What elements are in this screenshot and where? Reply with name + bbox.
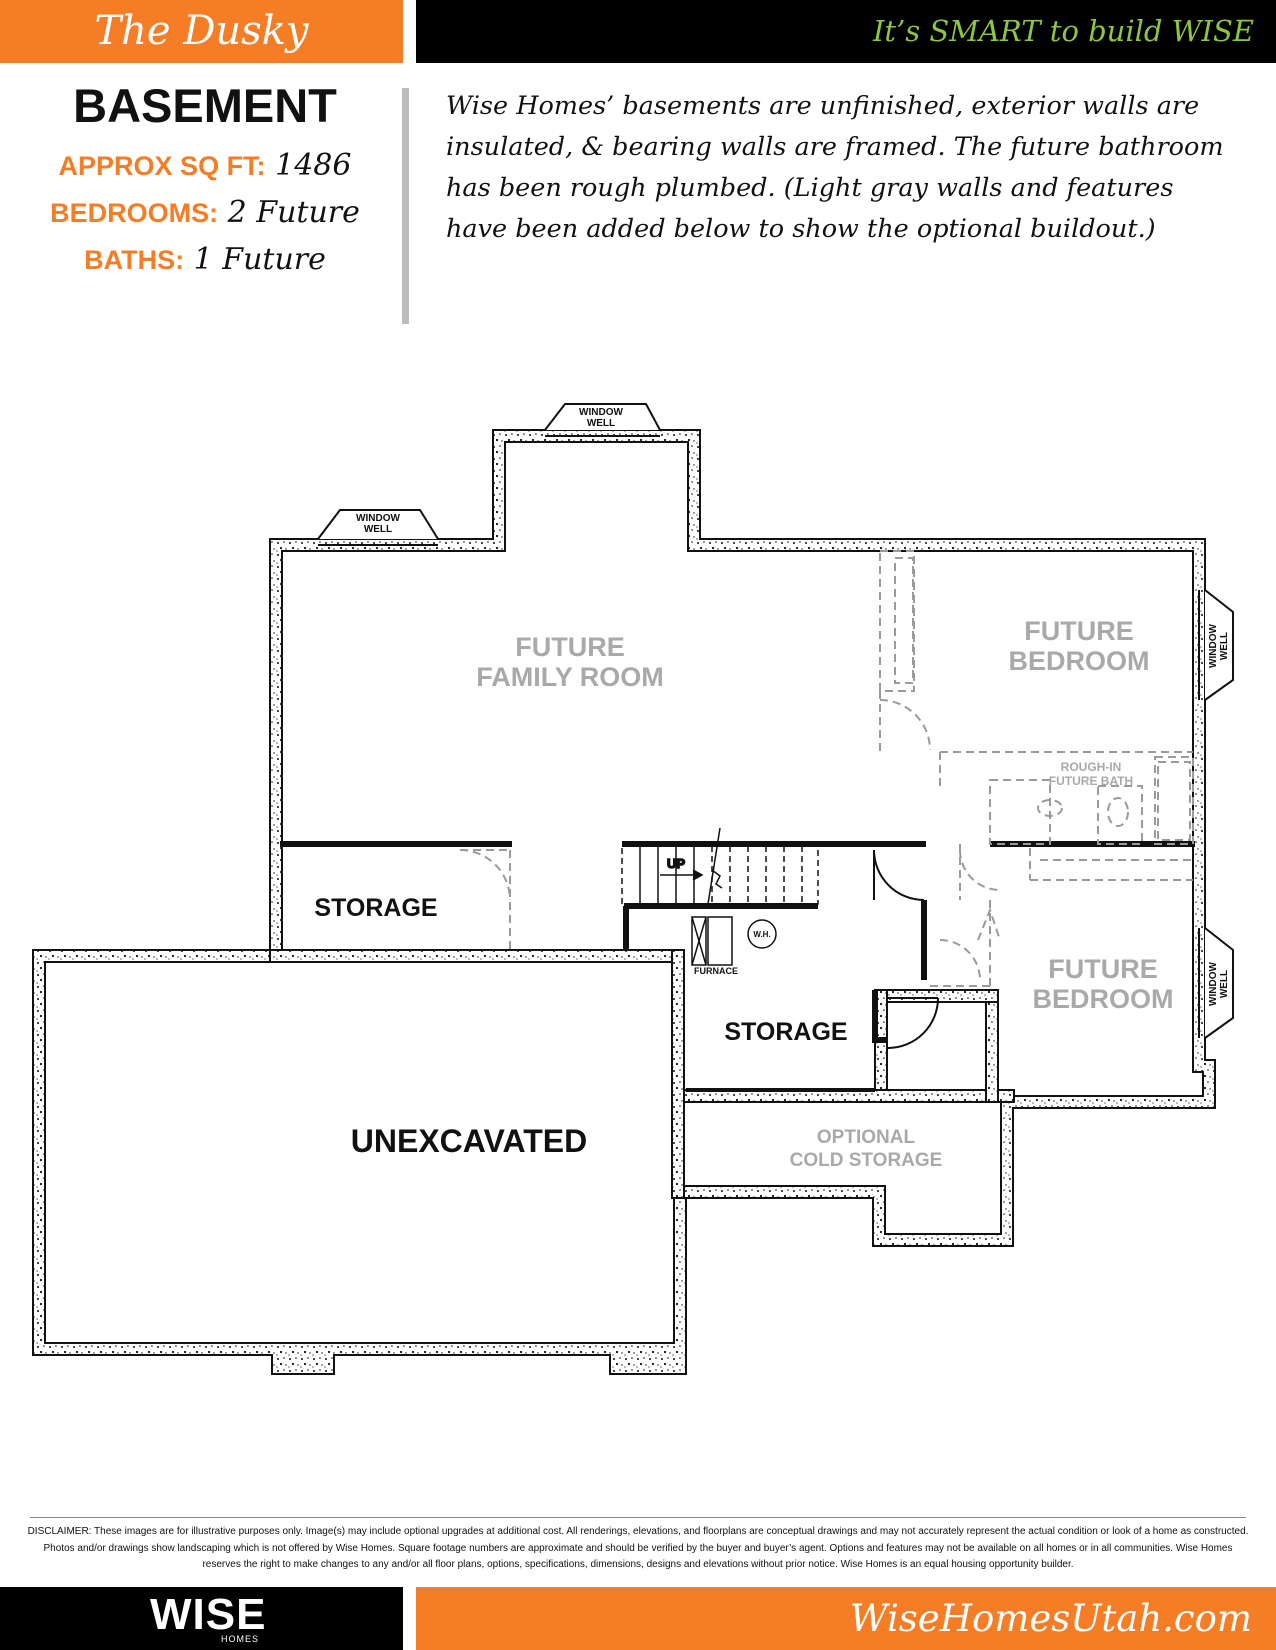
- wise-homes-logo[interactable]: WISE HOMES: [150, 1592, 280, 1646]
- mechanical: FURNACE W.H.: [691, 916, 777, 976]
- sqft-row: APPROX SQ FT: 1486: [0, 148, 410, 183]
- family-room-label: FAMILY ROOM: [476, 662, 664, 692]
- baths-label: BATHS:: [84, 245, 185, 275]
- website-banner: WiseHomesUtah.com: [416, 1587, 1276, 1650]
- furnace-label: FURNACE: [694, 966, 738, 976]
- header-divider: [402, 88, 409, 324]
- water-heater-label: W.H.: [753, 930, 770, 939]
- bedrooms-value: 2 Future: [227, 195, 360, 230]
- window-well-label: WINDOW: [1208, 624, 1219, 668]
- logo-banner: [0, 1587, 403, 1650]
- water-heater-icon: [747, 919, 777, 949]
- tagline-banner: It’s SMART to build WISE: [416, 0, 1276, 63]
- intro-text: Wise Homes’ basements are unfinished, ex…: [446, 91, 1224, 244]
- window-well-label: WINDOW: [579, 407, 623, 418]
- window-well-label: WINDOW: [356, 513, 400, 524]
- website-link[interactable]: WiseHomesUtah.com: [849, 1597, 1252, 1640]
- window-well-label: WINDOW: [1208, 962, 1219, 1006]
- bedrooms-row: BEDROOMS: 2 Future: [0, 195, 410, 230]
- level-title: BASEMENT: [73, 79, 337, 132]
- bedrooms-label: BEDROOMS:: [50, 198, 219, 228]
- bedroom-label: BEDROOM: [1033, 984, 1174, 1014]
- stairs: UP: [621, 827, 819, 905]
- cold-storage-label: OPTIONAL: [817, 1127, 916, 1148]
- optional-buildout: [459, 550, 1194, 987]
- cold-storage-label: COLD STORAGE: [790, 1150, 943, 1171]
- storage-label: STORAGE: [724, 1018, 847, 1046]
- bedroom-label: FUTURE: [1048, 954, 1158, 984]
- bath-label: FUTURE BATH: [1049, 774, 1133, 788]
- sqft-label: APPROX SQ FT:: [58, 151, 266, 181]
- window-well-label: WELL: [587, 418, 615, 429]
- sqft-value: 1486: [275, 148, 352, 183]
- window-wells: WINDOW WELL WINDOW WELL: [317, 403, 1234, 1039]
- disclaimer-rule: [30, 1517, 1246, 1518]
- baths-value: 1 Future: [193, 242, 326, 277]
- storage-label: STORAGE: [314, 894, 437, 922]
- family-room-label: FUTURE: [515, 632, 625, 662]
- window-well-label: WELL: [1219, 970, 1230, 998]
- window-well-label: WELL: [364, 524, 392, 535]
- doors: [873, 849, 939, 1049]
- baths-row: BATHS: 1 Future: [0, 242, 410, 277]
- logo-sub: HOMES: [221, 1634, 260, 1644]
- foundation-walls: [32, 429, 1216, 1375]
- tagline: It’s SMART to build WISE: [872, 14, 1254, 48]
- logo-word: WISE: [150, 1590, 267, 1639]
- stairs-up-label: UP: [667, 856, 685, 871]
- bedroom-label: BEDROOM: [1009, 646, 1150, 676]
- basement-floorplan: WINDOW WELL WINDOW WELL: [32, 403, 1234, 1375]
- room-labels: FUTURE FAMILY ROOM FUTURE BEDROOM ROUGH-…: [314, 616, 1230, 1171]
- disclaimer: DISCLAIMER: These images are for illustr…: [27, 1526, 1249, 1570]
- bath-label: ROUGH-IN: [1061, 760, 1122, 774]
- unexcavated-label: UNEXCAVATED: [351, 1123, 587, 1159]
- plan-name-banner: The Dusky: [0, 0, 403, 63]
- bedroom-label: FUTURE: [1024, 616, 1134, 646]
- window-well-label: WELL: [1219, 632, 1230, 660]
- plan-name: The Dusky: [94, 8, 309, 54]
